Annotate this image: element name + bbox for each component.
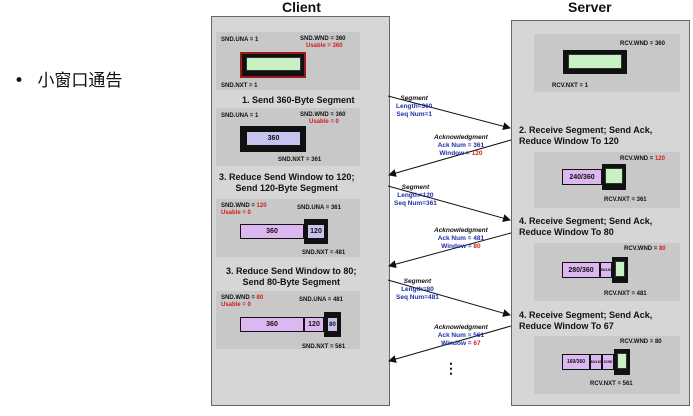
segment-arrow-3 xyxy=(387,279,511,317)
client-step-1: 1. Send 360-Byte Segment xyxy=(242,95,355,105)
server-step-2: 2. Receive Segment; Send Ack,Reduce Wind… xyxy=(519,125,653,146)
rcv-window-fill xyxy=(615,261,625,277)
ack-arrow-2 xyxy=(388,232,512,269)
rcv-nxt-label: RCV.NXT = 1 xyxy=(552,83,588,89)
snd-wnd-label: SND.WND = 120 xyxy=(221,203,267,209)
snd-wnd-label: SND.WND = 360 xyxy=(300,36,346,42)
snd-una-label: SND.UNA = 1 xyxy=(221,37,259,43)
received-data-box: 240/360 xyxy=(562,169,602,185)
sent-segment-box: 360 xyxy=(246,131,301,146)
bullet-dot: • xyxy=(14,71,25,91)
rcv-nxt-label: RCV.NXT = 481 xyxy=(604,291,647,297)
snd-wnd-value: 120 xyxy=(256,203,267,209)
snd-wnd-label: SND.WND = 80 xyxy=(221,295,264,301)
received-data-box-3: 67/80 xyxy=(602,354,614,370)
snd-nxt-label: SND.NXT = 561 xyxy=(302,344,346,350)
server-header: Server xyxy=(568,0,612,15)
sent-segment-box: 80 xyxy=(327,317,338,332)
continuation-ellipsis: ⋮ xyxy=(444,360,458,376)
client-step-3a: 3. Reduce Send Window to 120;Send 120-By… xyxy=(219,172,355,193)
ack-window-value: 80 xyxy=(473,243,481,250)
received-data-box: 280/360 xyxy=(562,262,600,278)
rcv-window-fill xyxy=(605,168,623,184)
acked-segment-box: 360 xyxy=(240,317,304,332)
ack-window-value: 120 xyxy=(471,150,483,157)
acked-segment-box-2: 120 xyxy=(304,317,324,332)
received-data-box-2: 80/120 xyxy=(590,354,602,370)
snd-nxt-label: SND.NXT = 1 xyxy=(221,83,258,89)
received-data-box-2: 80/120 xyxy=(600,262,612,278)
snd-nxt-label: SND.NXT = 481 xyxy=(302,250,346,256)
usable-label: Usable = 0 xyxy=(221,302,251,308)
rcv-wnd-label: RCV.WND = 360 xyxy=(620,41,665,47)
ack-window-value: 67 xyxy=(473,340,481,347)
received-data-box: 160/360 xyxy=(562,354,590,370)
rcv-wnd-label: RCV.WND = 80 xyxy=(624,246,666,252)
usable-label: Usable = 0 xyxy=(309,119,339,125)
client-header: Client xyxy=(282,0,321,15)
usable-label: Usable = 360 xyxy=(306,43,343,49)
snd-wnd-value: 80 xyxy=(256,295,264,301)
acked-segment-box: 360 xyxy=(240,224,304,239)
sent-segment-box: 120 xyxy=(307,224,325,239)
rcv-wnd-value: 80 xyxy=(658,246,666,252)
usable-window-fill xyxy=(246,57,301,71)
bullet-text: 小窗口通告 xyxy=(37,71,123,91)
ack-arrow-1 xyxy=(388,139,512,177)
snd-una-label: SND.UNA = 361 xyxy=(297,205,341,211)
snd-una-label: SND.UNA = 1 xyxy=(221,113,259,119)
ack-arrow-3 xyxy=(388,325,512,363)
server-step-4a: 4. Receive Segment; Send Ack,Reduce Wind… xyxy=(519,216,653,237)
rcv-nxt-label: RCV.NXT = 361 xyxy=(604,197,647,203)
rcv-nxt-label: RCV.NXT = 561 xyxy=(590,381,633,387)
rcv-wnd-label: RCV.WND = 80 xyxy=(620,339,662,345)
snd-una-label: SND.UNA = 481 xyxy=(299,297,343,303)
rcv-wnd-label: RCV.WND = 120 xyxy=(620,156,665,162)
client-step-3b: 3. Reduce Send Window to 80;Send 80-Byte… xyxy=(226,266,357,287)
usable-label: Usable = 0 xyxy=(221,210,251,216)
rcv-wnd-value: 120 xyxy=(654,156,665,162)
snd-nxt-label: SND.NXT = 361 xyxy=(278,157,322,163)
snd-wnd-label: SND.WND = 360 xyxy=(300,112,346,118)
segment-arrow-2 xyxy=(387,185,511,222)
server-step-4b: 4. Receive Segment; Send Ack,Reduce Wind… xyxy=(519,310,653,331)
segment-arrow-1 xyxy=(387,95,511,131)
rcv-window-fill xyxy=(568,54,622,69)
rcv-window-fill xyxy=(617,353,627,369)
slide-bullet: • 小窗口通告 xyxy=(14,66,122,91)
